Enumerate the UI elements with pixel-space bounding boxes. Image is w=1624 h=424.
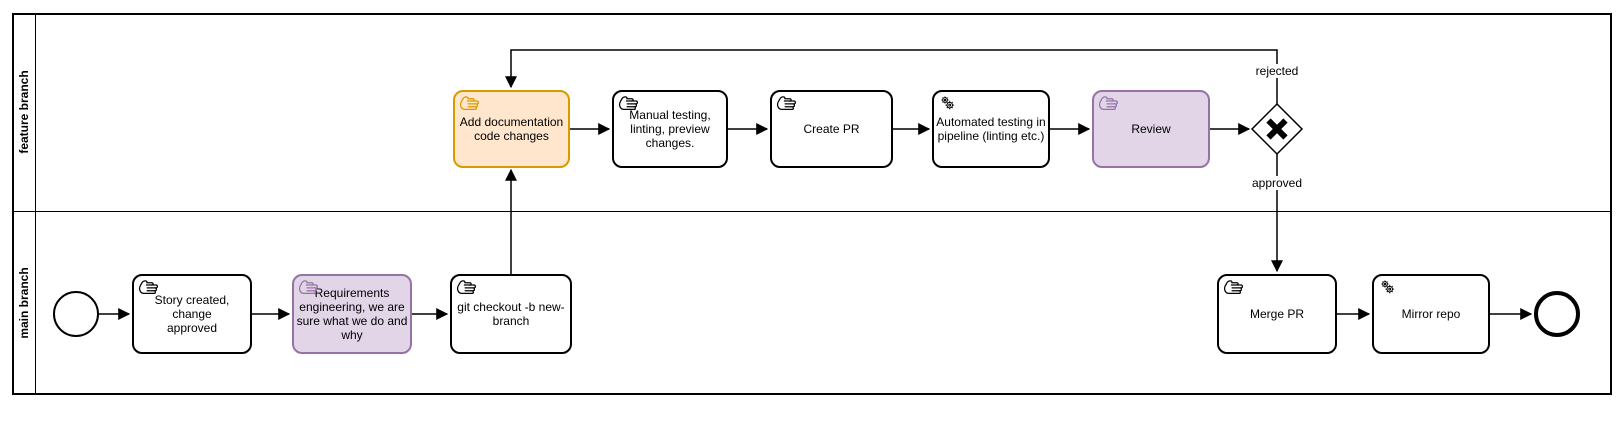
pool — [12, 13, 1612, 395]
exclusive-gateway[interactable] — [1250, 102, 1304, 156]
task-label: Merge PR — [1249, 306, 1305, 321]
task-label: Manual testing, linting, preview changes… — [629, 107, 711, 151]
task-merge-pr[interactable]: Merge PR — [1217, 274, 1337, 354]
task-git-checkout[interactable]: git checkout -b new- branch — [450, 274, 572, 354]
task-mirror-repo[interactable]: Mirror repo — [1372, 274, 1490, 354]
task-label: Mirror repo — [1401, 306, 1461, 321]
start-event[interactable] — [53, 291, 99, 337]
task-label: Review — [1131, 121, 1171, 136]
task-label: Automated testing in pipeline (linting e… — [936, 114, 1046, 143]
end-event[interactable] — [1534, 291, 1580, 337]
gateway-x-icon — [1266, 118, 1288, 140]
task-create-pr[interactable]: Create PR — [770, 90, 893, 168]
task-label: Create PR — [803, 121, 860, 136]
manual-task-icon — [138, 279, 159, 296]
manual-task-icon — [298, 279, 319, 296]
manual-task-icon — [776, 95, 797, 112]
task-label: Requirements engineering, we are sure wh… — [296, 285, 408, 343]
manual-task-icon — [459, 95, 480, 112]
task-add-documentation[interactable]: Add documentation code changes — [453, 90, 570, 168]
service-task-gears-icon — [938, 95, 959, 112]
manual-task-icon — [1098, 95, 1119, 112]
edge-label-rejected: rejected — [1253, 64, 1301, 78]
manual-task-icon — [618, 95, 639, 112]
task-story-created[interactable]: Story created, change approved — [132, 274, 252, 354]
task-manual-testing[interactable]: Manual testing, linting, preview changes… — [612, 90, 728, 168]
task-requirements-engineering[interactable]: Requirements engineering, we are sure wh… — [292, 274, 412, 354]
edge-label-approved: approved — [1249, 176, 1305, 190]
task-review[interactable]: Review — [1092, 90, 1210, 168]
service-task-gears-icon — [1378, 279, 1399, 296]
lane-label-band-divider — [35, 13, 36, 395]
manual-task-icon — [456, 279, 477, 296]
task-label: Story created, change approved — [154, 292, 230, 336]
lane-divider — [12, 211, 1612, 212]
task-automated-testing[interactable]: Automated testing in pipeline (linting e… — [932, 90, 1050, 168]
task-label: git checkout -b new- branch — [457, 299, 565, 328]
manual-task-icon — [1223, 279, 1244, 296]
task-label: Add documentation code changes — [459, 114, 564, 143]
